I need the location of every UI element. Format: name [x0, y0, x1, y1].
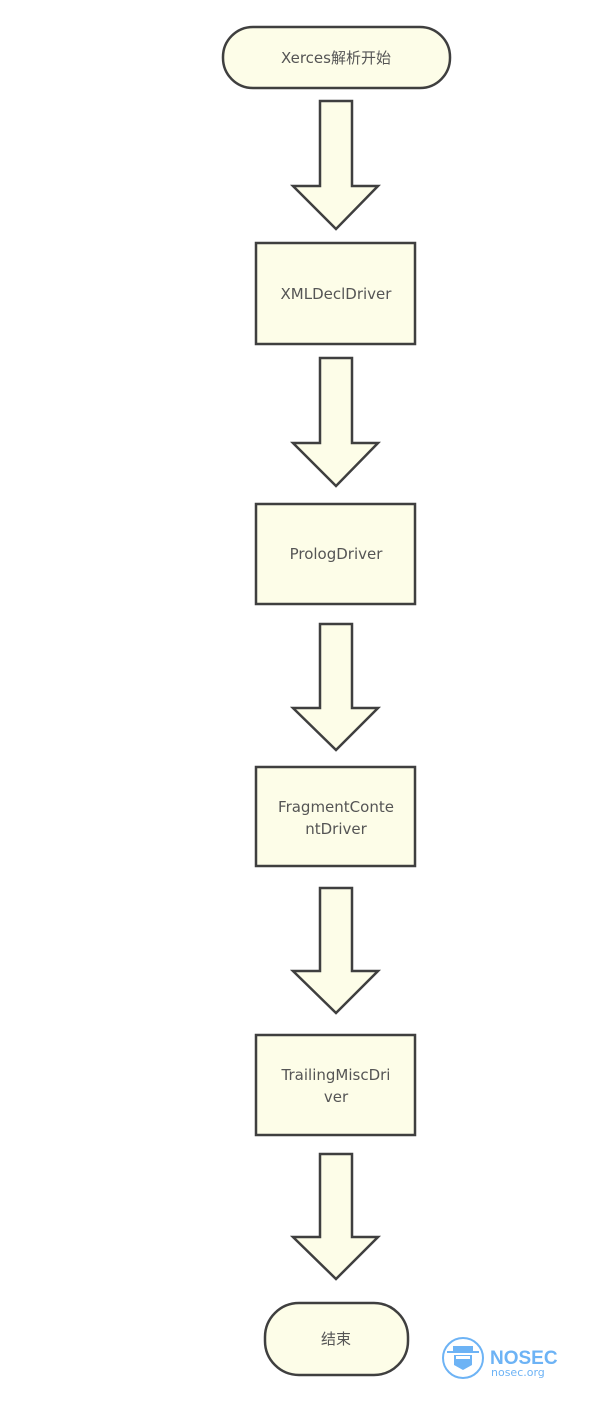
- node-trailingmiscdriver: TrailingMiscDri ver: [254, 1033, 417, 1137]
- nosec-watermark: NOSEC nosec.org: [442, 1337, 558, 1379]
- node-xmldecldriver-label: XMLDeclDriver: [281, 285, 393, 303]
- node-end-label: 结束: [321, 1330, 351, 1348]
- arrow-5: [289, 1152, 382, 1281]
- node-fragment-label-line1: FragmentConte: [278, 798, 394, 816]
- node-fragmentcontentdriver: FragmentConte ntDriver: [254, 765, 417, 868]
- node-end: 结束: [263, 1301, 410, 1377]
- node-prologdriver-label: PrologDriver: [290, 545, 384, 563]
- nosec-logo-icon: [442, 1337, 484, 1379]
- arrow-1: [289, 99, 381, 231]
- node-trailing-label-line1: TrailingMiscDri: [281, 1066, 391, 1084]
- arrow-3: [289, 622, 382, 752]
- node-fragment-label-line2: ntDriver: [305, 820, 367, 838]
- arrow-4: [289, 886, 382, 1015]
- node-prologdriver: PrologDriver: [254, 502, 417, 606]
- node-start: Xerces解析开始: [221, 25, 452, 90]
- nosec-brand-text: NOSEC: [490, 1348, 558, 1369]
- node-trailing-label-line2: ver: [324, 1088, 349, 1106]
- nosec-domain-text: nosec.org: [491, 1366, 545, 1379]
- arrow-2: [289, 356, 381, 488]
- node-start-label: Xerces解析开始: [281, 49, 391, 67]
- node-xmldecldriver: XMLDeclDriver: [254, 241, 417, 346]
